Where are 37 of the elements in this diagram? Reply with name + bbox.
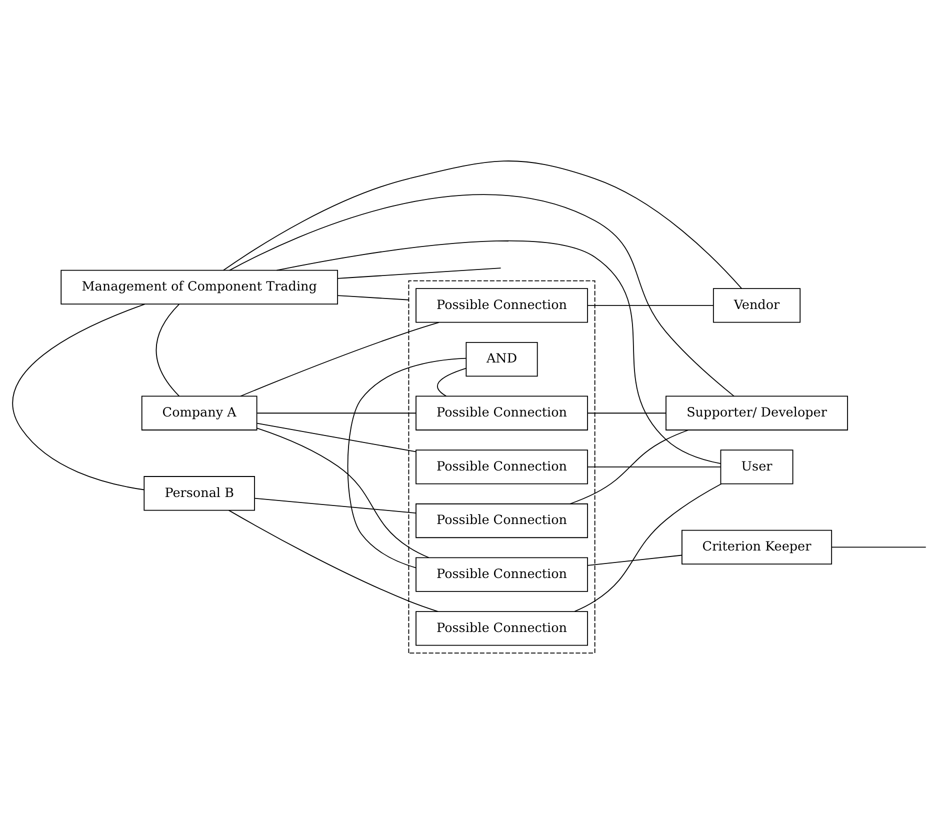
connector	[587, 466, 721, 468]
node-box: Possible Connection	[416, 288, 588, 323]
connector	[222, 160, 742, 289]
node-box: Possible Connection	[416, 503, 588, 538]
node-box: Possible Connection	[416, 557, 588, 592]
connector	[347, 358, 467, 568]
node-box: Personal B	[144, 476, 255, 511]
connector	[570, 430, 690, 504]
connector	[240, 322, 440, 397]
connector	[437, 368, 466, 397]
connector	[831, 546, 926, 548]
connector	[587, 554, 682, 566]
connector	[256, 422, 416, 452]
connector	[337, 268, 502, 279]
cluster	[408, 280, 596, 654]
connector	[276, 240, 722, 464]
node-box: Company A	[141, 396, 258, 430]
node-box: Possible Connection	[416, 396, 588, 430]
connector	[574, 483, 722, 612]
node-box: Possible Connection	[416, 450, 588, 484]
node-box: User	[720, 450, 794, 484]
connector	[12, 304, 146, 490]
connector	[229, 194, 734, 397]
connector	[254, 498, 416, 514]
node-box: Possible Connection	[416, 611, 588, 646]
connector	[256, 412, 416, 414]
connector	[228, 510, 439, 612]
connector	[156, 304, 180, 397]
node-box: Criterion Keeper	[682, 530, 832, 565]
connector	[587, 412, 666, 414]
node-box: Vendor	[712, 288, 801, 323]
node-box: Supporter/ Developer	[666, 396, 848, 430]
connector	[256, 428, 430, 558]
node-box: Management of Component Trading	[60, 270, 338, 305]
connector	[587, 305, 714, 306]
node-box: AND	[466, 342, 538, 377]
connector	[337, 295, 410, 300]
